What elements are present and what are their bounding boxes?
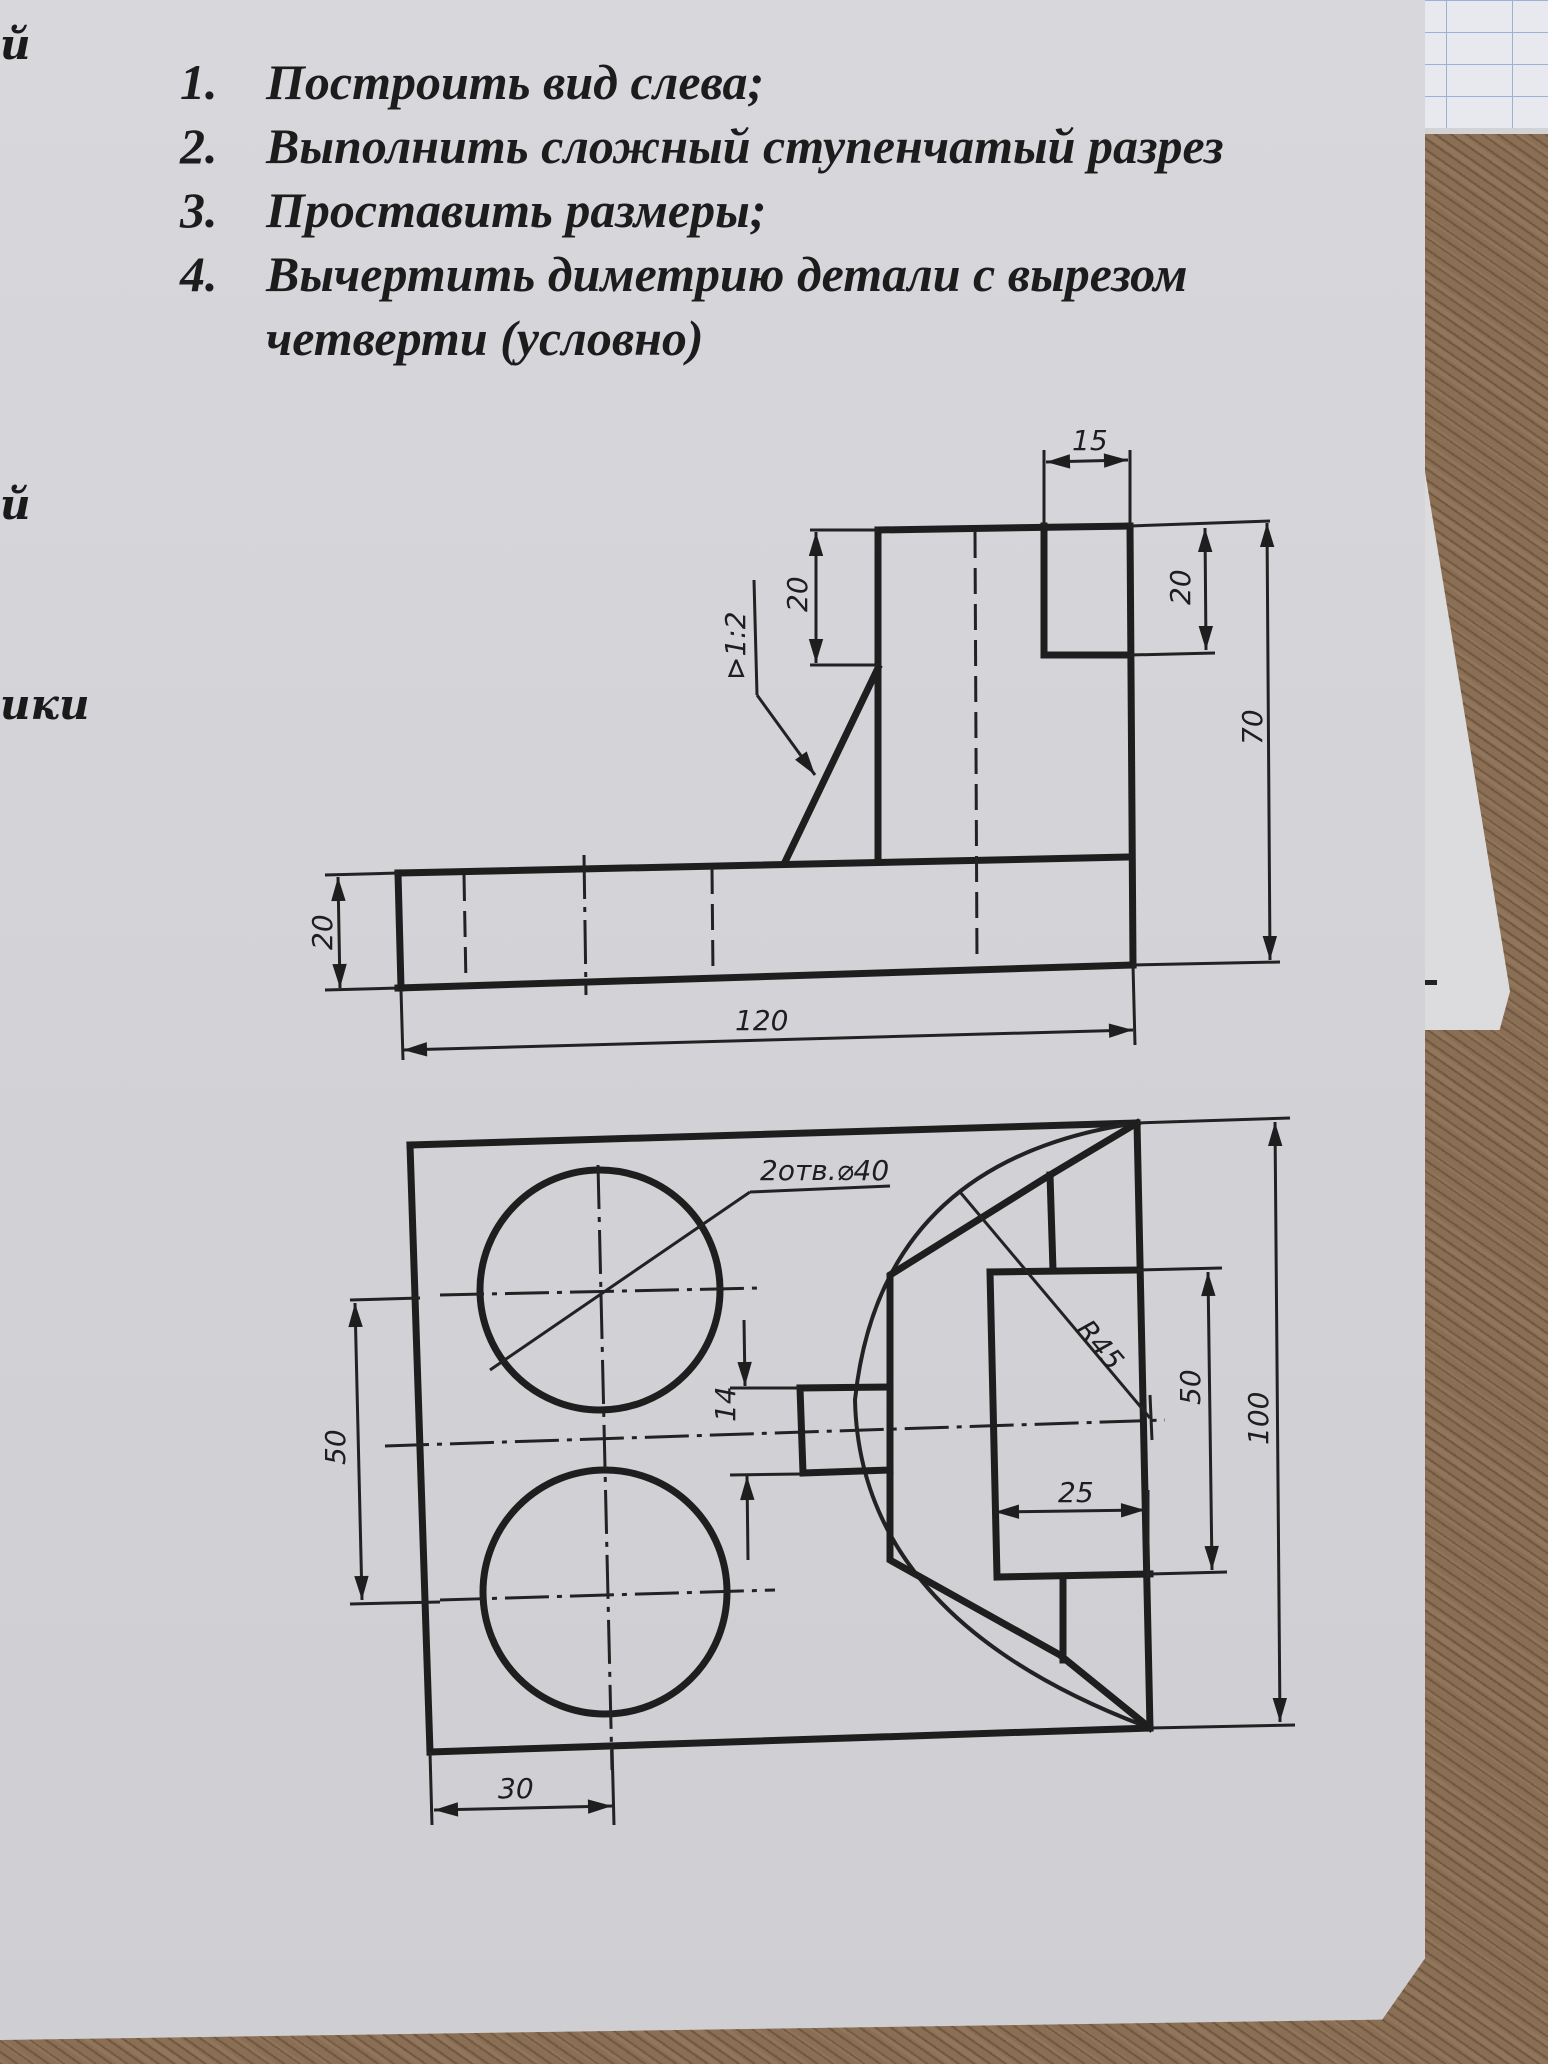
top-view: 14 2отв.⌀40 R45 50 50 100 [319, 1116, 1296, 1826]
task-text: Проставить размеры; [266, 182, 767, 238]
dim-pocket-width: 50 [1174, 1369, 1207, 1405]
task-text: Выполнить сложный ступенчатый разрез [266, 118, 1224, 174]
task-number: 2. [180, 118, 218, 174]
worksheet-page: й й ики 1. Построить вид слева; 2. Выпол… [0, 0, 1425, 2040]
dim-radius: R45 [1070, 1313, 1131, 1376]
dim-overall-length: 120 [735, 1004, 788, 1037]
dim-overall-height: 70 [1236, 709, 1269, 745]
left-text-fragment: ики [0, 680, 90, 729]
slope-mark: ⊳1:2 [719, 611, 752, 680]
dim-hole-spacing: 50 [319, 1429, 352, 1465]
task-number: 4. [180, 246, 218, 302]
task-number: 1. [180, 54, 218, 110]
dim-pocket-depth: 25 [1058, 1476, 1094, 1509]
dim-hole-offset: 30 [498, 1772, 534, 1805]
dim-slot-depth: 20 [1164, 569, 1197, 605]
dim-slot-width: 14 [709, 1386, 742, 1422]
task-list: 1. Построить вид слева; 2. Выполнить сло… [180, 50, 1224, 370]
task-number: 3. [180, 182, 218, 238]
task-item: 1. Построить вид слева; [180, 50, 1224, 114]
dim-base-height: 20 [306, 914, 339, 950]
left-text-fragment: й [0, 480, 31, 529]
task-text: Вычертить диметрию детали с вырезом [266, 246, 1188, 302]
dim-step-height: 20 [781, 576, 814, 612]
dim-overall-width: 100 [1242, 1392, 1275, 1445]
task-item: 2. Выполнить сложный ступенчатый разрез [180, 114, 1224, 178]
task-item: 3. Проставить размеры; [180, 178, 1224, 242]
task-text: Построить вид слева; [266, 54, 765, 110]
task-text: четверти (условно) [266, 310, 704, 366]
front-view: 20 ⊳1:2 15 20 70 20 [306, 424, 1281, 1061]
task-item: 4. Вычертить диметрию детали с вырезом [180, 242, 1224, 306]
dim-holes-label: 2отв.⌀40 [760, 1154, 889, 1187]
task-item-continuation: четверти (условно) [180, 306, 1224, 370]
dim-top-width: 15 [1072, 424, 1108, 457]
left-text-fragment: й [0, 20, 31, 69]
